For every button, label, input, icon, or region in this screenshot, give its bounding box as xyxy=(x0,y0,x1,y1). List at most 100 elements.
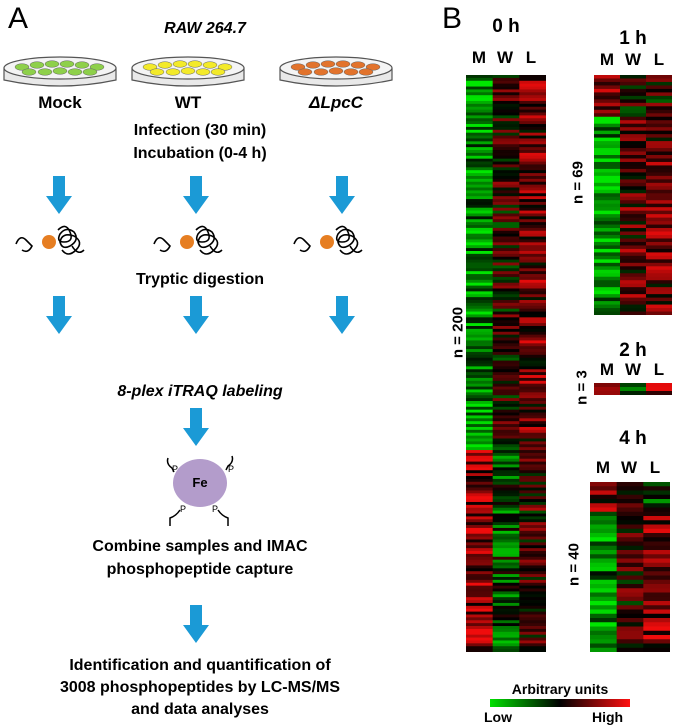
heatmap-cell xyxy=(594,287,621,292)
heatmap-cell xyxy=(620,217,647,222)
heatmap-cell xyxy=(590,592,618,598)
heatmap-cell xyxy=(616,528,644,534)
heatmap-cell xyxy=(466,248,494,252)
heatmap-cell xyxy=(620,259,647,264)
heatmap-cell xyxy=(466,124,494,128)
heatmap-cell xyxy=(646,155,672,159)
heatmap-cell xyxy=(492,210,520,214)
heatmap-cell xyxy=(466,458,494,462)
heatmap-cell xyxy=(646,301,672,305)
heatmap-cell xyxy=(492,239,520,243)
heatmap-cell xyxy=(492,536,520,540)
heatmap-cell xyxy=(594,123,621,128)
heatmap-cell xyxy=(466,199,494,203)
heatmap-cell xyxy=(492,141,520,145)
step-digestion: Tryptic digestion xyxy=(135,271,264,288)
heatmap-cell xyxy=(466,412,494,416)
heatmap-cell xyxy=(466,173,494,177)
heatmap-cell xyxy=(492,409,520,413)
heatmap-cell xyxy=(492,86,520,90)
heatmap-cell xyxy=(620,78,647,83)
heatmap-cell xyxy=(519,207,546,211)
heatmap-cell xyxy=(643,494,670,500)
heatmap-cell xyxy=(466,346,494,350)
heatmap-cell xyxy=(466,92,494,96)
heatmap-cell xyxy=(466,608,494,612)
heatmap-cell xyxy=(492,196,520,200)
heatmap-cell xyxy=(643,618,670,623)
heatmap-cell xyxy=(492,571,520,575)
heatmap-cell xyxy=(492,496,520,500)
heatmap-cell xyxy=(519,377,546,382)
heatmap-cell xyxy=(492,421,520,425)
heatmap-cell xyxy=(492,565,520,569)
heatmap-cell xyxy=(492,539,520,543)
heatmap-cell xyxy=(620,116,647,121)
heatmap-cell xyxy=(466,522,494,526)
heatmap-cell xyxy=(594,266,621,271)
heatmap-cell xyxy=(492,643,520,647)
heatmap-cell xyxy=(590,550,618,555)
heatmap-cell xyxy=(466,614,494,618)
heatmap-cell xyxy=(466,141,494,145)
heatmap-cell xyxy=(620,383,647,388)
heatmap-cell xyxy=(620,311,647,315)
heatmap-cell xyxy=(519,230,546,235)
heatmap-cell xyxy=(519,274,546,278)
heatmap-cell xyxy=(643,647,670,652)
heatmap-cell xyxy=(466,279,494,284)
heatmap-cell xyxy=(594,387,621,392)
heatmap-cell xyxy=(519,282,546,286)
heatmap-cell xyxy=(466,545,494,549)
heatmap-cell xyxy=(492,418,520,422)
heatmap-cell xyxy=(590,486,618,491)
panel-b-label: B xyxy=(442,2,463,35)
arrow-down-icon xyxy=(329,176,355,214)
heatmap-cell xyxy=(590,584,618,589)
heatmap-cell xyxy=(594,186,621,191)
heatmap-cell xyxy=(620,172,647,177)
heatmap-cell xyxy=(616,567,644,572)
heatmap-cell xyxy=(616,626,644,632)
heatmap-cell xyxy=(519,201,546,206)
heatmap-cell xyxy=(466,441,494,445)
heatmap-cell xyxy=(519,464,546,468)
heatmap-cell xyxy=(594,301,621,305)
heatmap-cell xyxy=(466,325,494,330)
heatmap-cell xyxy=(519,83,546,87)
heatmap-cell xyxy=(519,458,546,462)
column-label-l: L xyxy=(525,48,537,67)
heatmap-cell xyxy=(492,363,520,367)
heatmap-cell xyxy=(492,80,520,85)
heatmap-cell xyxy=(620,262,647,267)
heatmap-cell xyxy=(519,435,546,439)
heatmap-cell xyxy=(519,481,546,486)
heatmap-cell xyxy=(466,282,494,286)
heatmap-cell xyxy=(466,129,494,134)
heatmap-cell xyxy=(519,519,546,523)
heatmap-cell xyxy=(616,562,644,568)
heatmap-cell xyxy=(519,533,546,537)
heatmap-cell xyxy=(492,484,520,488)
heatmap-cell xyxy=(492,288,520,292)
heatmap-cell xyxy=(646,161,672,166)
heatmap-cell xyxy=(466,588,494,592)
heatmap-cell xyxy=(466,227,494,232)
heatmap-cell xyxy=(594,203,621,208)
heatmap-cell xyxy=(590,635,618,640)
heatmap-cell xyxy=(492,386,520,390)
heatmap-cell xyxy=(466,611,494,615)
heatmap-cell xyxy=(594,81,621,86)
column-label-m: M xyxy=(471,48,487,67)
heatmap-cell xyxy=(466,617,494,621)
heatmap-cell xyxy=(519,623,546,627)
heatmap-cell xyxy=(466,216,494,220)
heatmap-cell xyxy=(646,255,672,260)
heatmap-cell xyxy=(466,109,494,113)
heatmap-cell xyxy=(492,161,520,165)
heatmap-cell xyxy=(616,575,644,581)
heatmap-cell xyxy=(492,147,520,151)
heatmap-cell xyxy=(466,594,494,598)
heatmap-cell xyxy=(466,349,494,353)
heatmap-cell xyxy=(492,187,520,191)
